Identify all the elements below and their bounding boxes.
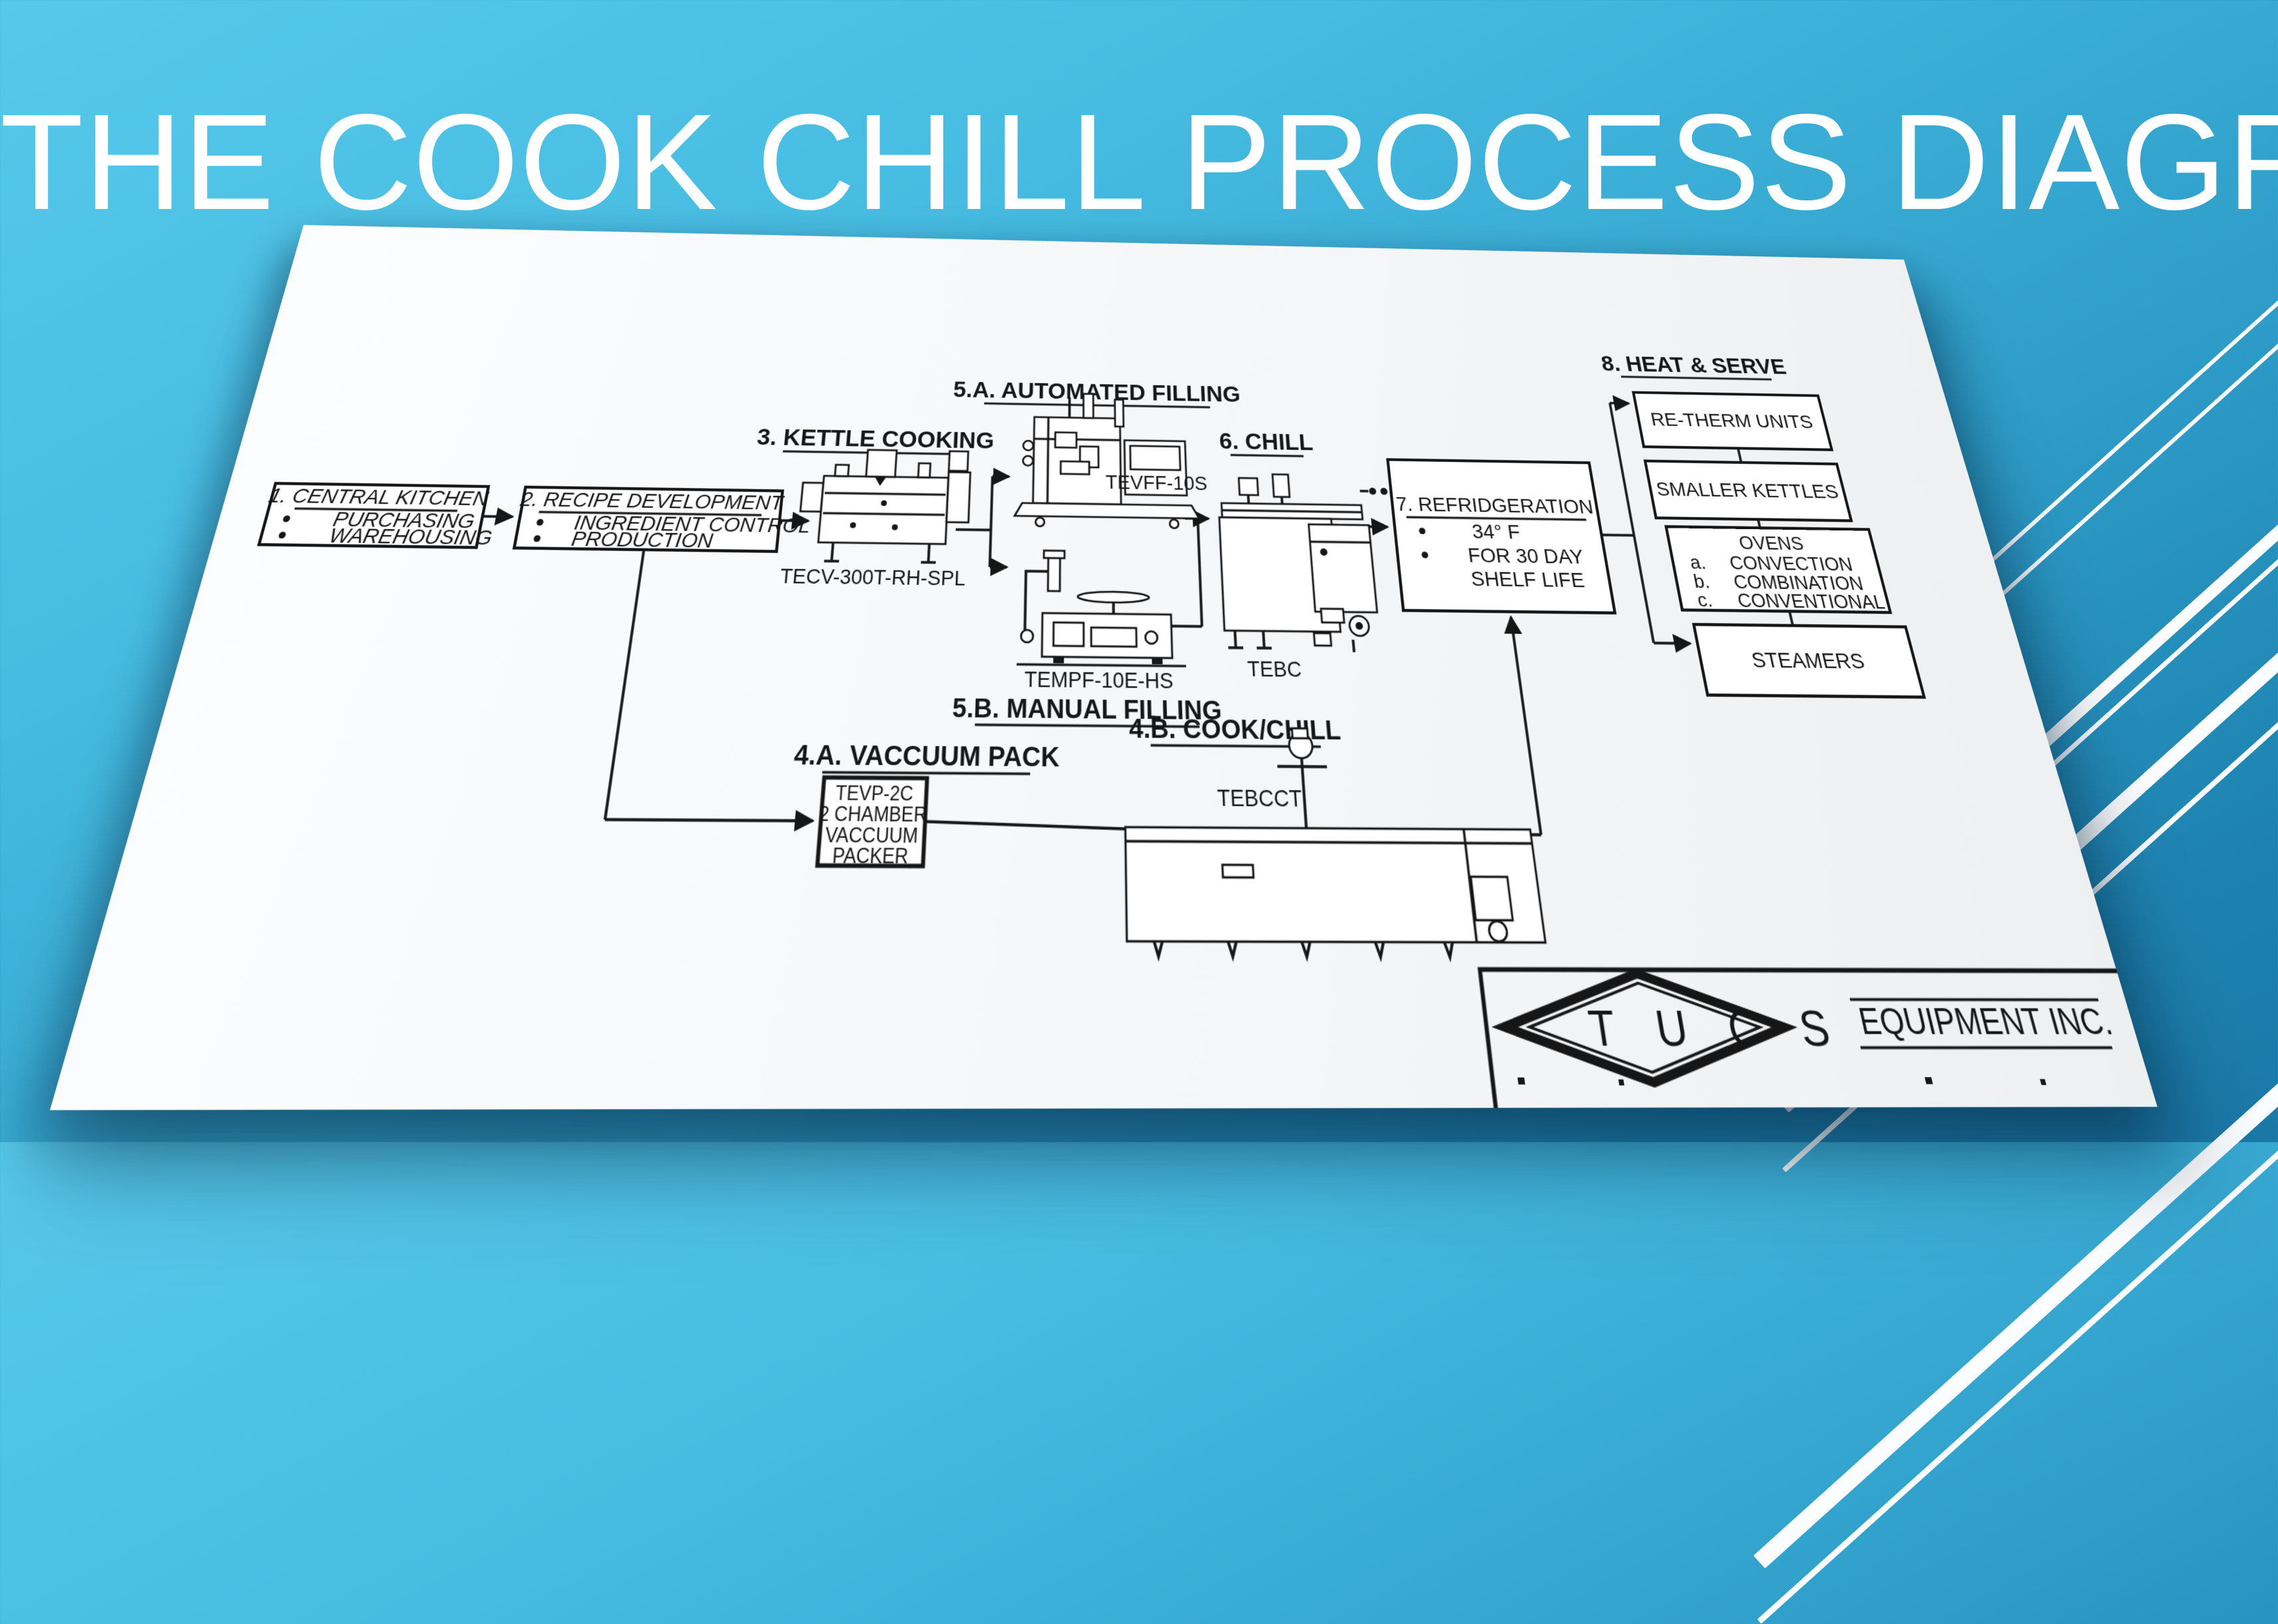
smaller-kettles-text: SMALLER KETTLES	[1654, 478, 1841, 503]
slide-title: THE COOK CHILL PROCESS DIAGRAM	[0, 84, 2278, 241]
tevp-line-3: VACCUUM	[824, 824, 919, 847]
retherm-units-box: RE-THERM UNITS	[1634, 393, 1832, 450]
steamers-box: STEAMERS	[1694, 624, 1924, 697]
tevff-machine-drawing	[1015, 393, 1200, 528]
recipe-development-title: 2. RECIPE DEVELOPMENT	[518, 487, 786, 514]
chill-section: 6. CHILL TEBC	[1215, 429, 1407, 683]
ovens-title: OVENS	[1737, 533, 1805, 554]
refrigeration-box: 7. REFRIDGERATION 34° F FOR 30 DAY SHELF…	[1388, 459, 1615, 612]
logo-cut-text-mark	[1518, 1078, 1525, 1085]
tempf-machine-drawing	[1017, 550, 1186, 666]
logo-cut-text-mark	[2040, 1079, 2046, 1085]
retherm-units-text: RE-THERM UNITS	[1649, 409, 1815, 433]
tucs-logo: T U C S EQUIPMENT INC.	[1480, 970, 2158, 1110]
steamers-text: STEAMERS	[1749, 648, 1867, 674]
vacuum-pack-section: 4.A. VACCUUM PACK TEVP-2C 2 CHAMBER VACC…	[784, 739, 1059, 869]
refrigeration-bullet-3: SHELF LIFE	[1469, 567, 1586, 592]
tevff-machine-code: TEVFF-10S	[1106, 471, 1208, 495]
tevp-line-4: PACKER	[831, 845, 909, 868]
central-kitchen-box: 1. CENTRAL KITCHEN PURCHASING WAREHOUSIN…	[256, 483, 502, 549]
tebc-machine-drawing	[1218, 473, 1405, 652]
tebcct-machine-code: TEBCCT	[1217, 785, 1303, 811]
logo-company: EQUIPMENT INC.	[1855, 1000, 2117, 1042]
kettle-cooking-label: 3. KETTLE COOKING	[756, 424, 995, 453]
logo-cut-text-mark	[1925, 1077, 1933, 1084]
refrigeration-bullet-1: 34° F	[1471, 520, 1521, 543]
kettle-machine-drawing	[796, 449, 971, 562]
automated-filling-label: 5.A. AUTOMATED FILLING	[953, 377, 1241, 407]
manual-filling-section: TEMPF-10E-HS 5.B. MANUAL FILLING	[952, 549, 1223, 727]
tebc-machine-code: TEBC	[1247, 657, 1303, 682]
tevp-line-2: 2 CHAMBER	[818, 803, 928, 826]
refrigeration-title: 7. REFRIDGERATION	[1395, 493, 1594, 518]
central-kitchen-bullet-2: WAREHOUSING	[327, 523, 495, 549]
logo-letters: T U C S	[1585, 1000, 1849, 1056]
refrigeration-bullet-2: FOR 30 DAY	[1467, 543, 1585, 568]
heat-serve-section: 8. HEAT & SERVE RE-THERM UNITS SMALLER K…	[1600, 351, 1925, 697]
tebcct-machine-drawing	[1124, 727, 1547, 957]
kettle-machine-code: TECV-300T-RH-SPL	[779, 564, 966, 590]
tevp-box: TEVP-2C 2 CHAMBER VACCUUM PACKER	[815, 777, 929, 868]
cook-chill-section: 4.B. COOK/CHILL TEBCCT	[1124, 713, 1547, 957]
diagram-panel: 1. CENTRAL KITCHEN PURCHASING WAREHOUSIN…	[50, 225, 2158, 1110]
flow-diagram: 1. CENTRAL KITCHEN PURCHASING WAREHOUSIN…	[50, 225, 2158, 1110]
central-kitchen-title: 1. CENTRAL KITCHEN	[266, 484, 491, 510]
smaller-kettles-box: SMALLER KETTLES	[1645, 461, 1851, 521]
ovens-item-c: CONVENTIONAL	[1735, 590, 1887, 614]
vacuum-pack-label: 4.A. VACCUUM PACK	[793, 739, 1060, 773]
chill-label: 6. CHILL	[1219, 429, 1314, 455]
ovens-box: OVENS a. CONVECTION b. COMBINATION c. CO…	[1666, 526, 1891, 613]
heat-serve-label: 8. HEAT & SERVE	[1600, 351, 1789, 378]
logo-cut-text-mark	[1618, 1080, 1624, 1086]
tevp-line-1: TEVP-2C	[835, 782, 914, 805]
recipe-development-box: 2. RECIPE DEVELOPMENT INGREDIENT CONTROL…	[511, 487, 813, 554]
tempf-machine-code: TEMPF-10E-HS	[1024, 667, 1174, 693]
recipe-bullet-2: PRODUCTION	[570, 526, 714, 552]
